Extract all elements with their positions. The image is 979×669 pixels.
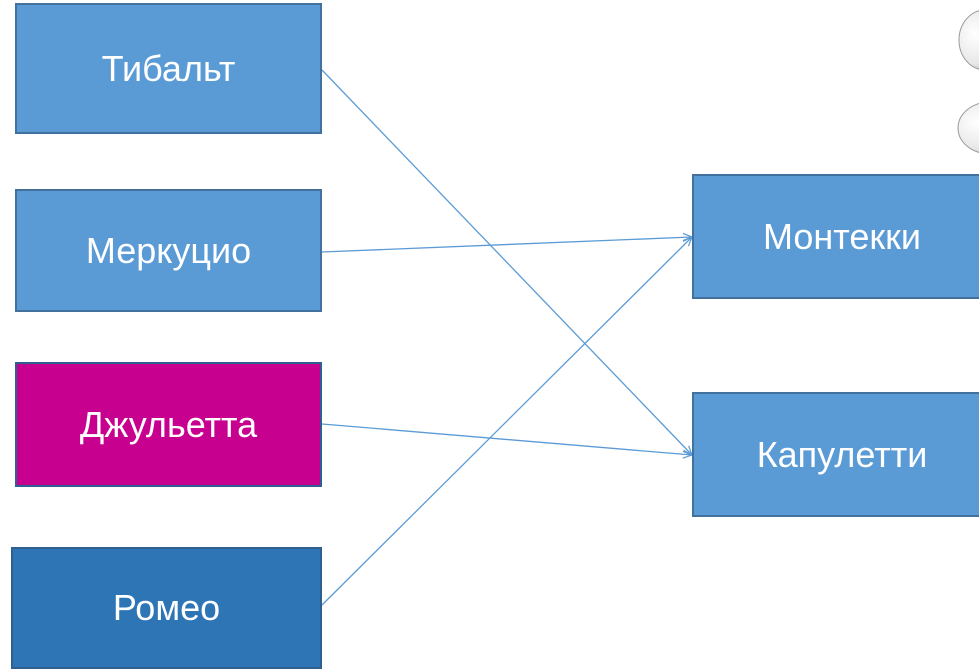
edge-romeo-montague (321, 237, 692, 606)
node-juliet: Джульетта (15, 362, 322, 487)
edge-mercutio-montague (321, 237, 692, 253)
node-romeo-label: Ромео (112, 587, 221, 628)
edge-juliet-capulet (321, 423, 692, 455)
node-montague: Монтекки (692, 174, 979, 299)
bubble-shape-top (958, 10, 979, 70)
node-juliet-label: Джульетта (79, 403, 258, 445)
node-montague-label: Монтекки (762, 215, 921, 257)
node-capulet: Капулетти (692, 392, 979, 517)
node-tybalt-label: Тибальт (101, 47, 236, 89)
node-romeo: Ромео (11, 547, 322, 669)
node-mercutio-label: Меркуцио (85, 229, 252, 271)
node-capulet-label: Капулетти (756, 433, 928, 475)
node-mercutio: Меркуцио (15, 189, 322, 312)
node-tybalt: Тибальт (15, 3, 322, 134)
edge-tybalt-capulet (321, 69, 692, 455)
bubble-shape-bottom (957, 103, 979, 153)
